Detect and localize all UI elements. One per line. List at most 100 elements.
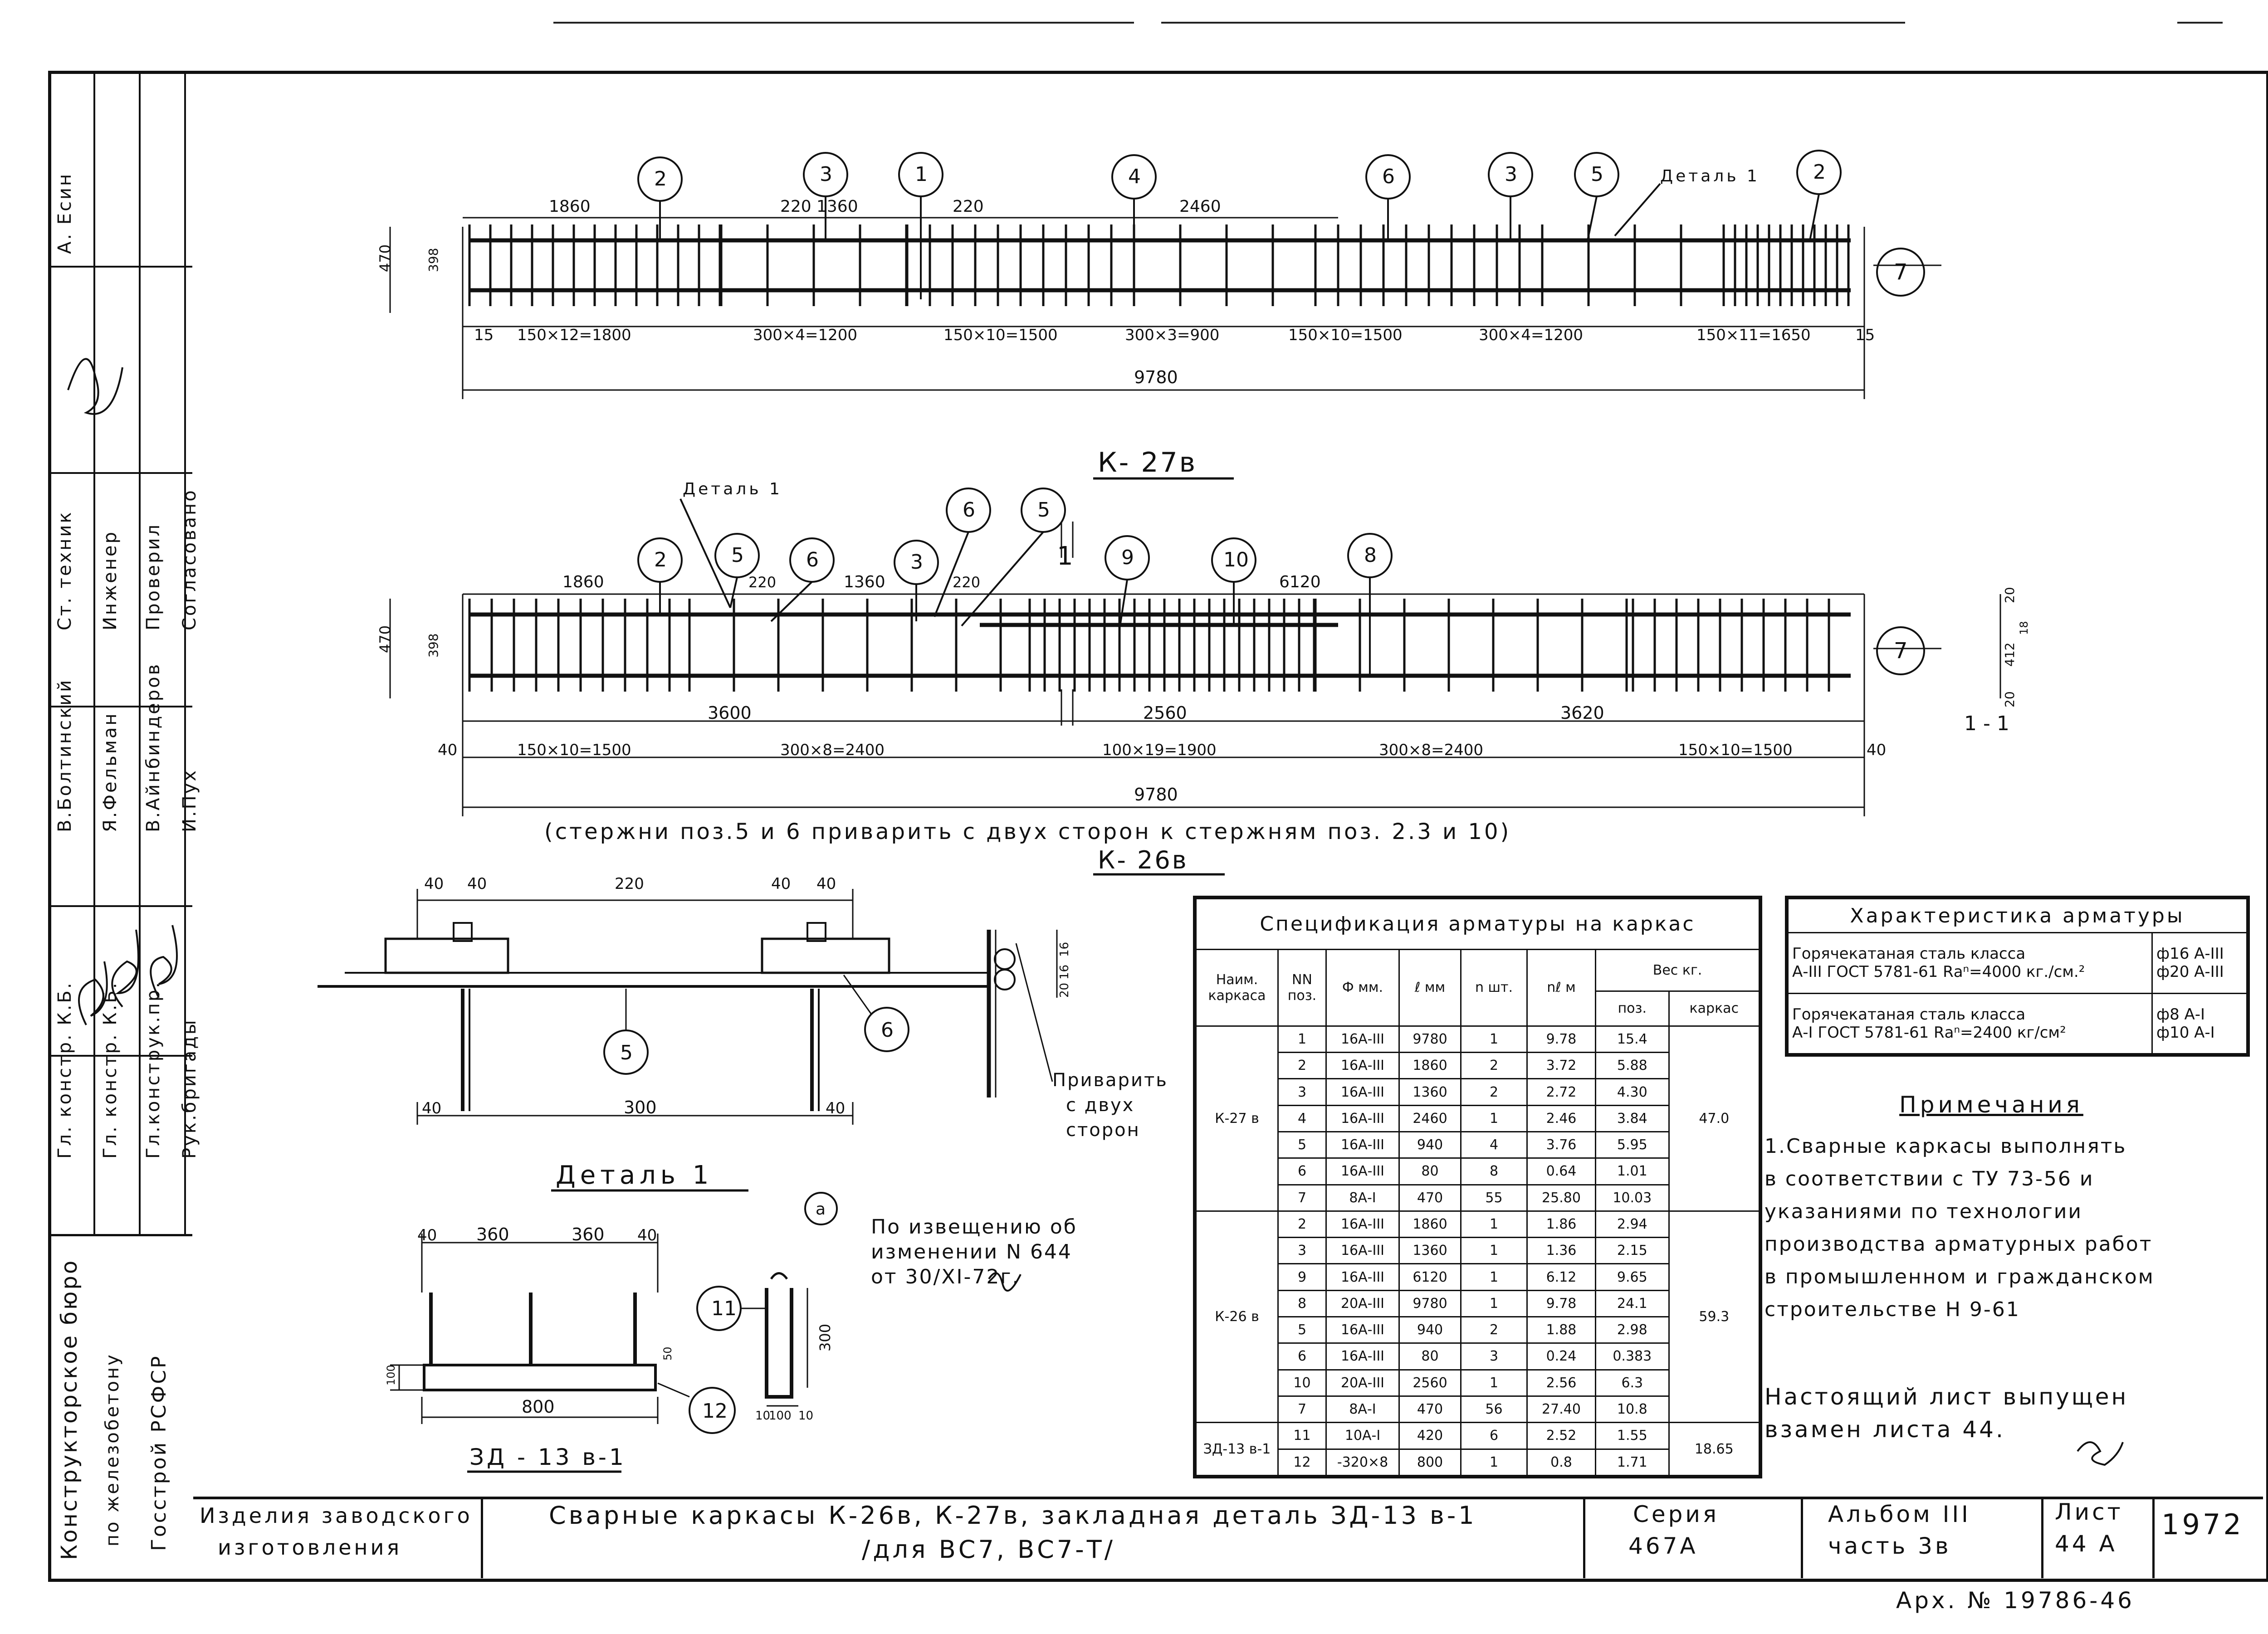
spec-cell: 1	[1460, 1263, 1528, 1291]
tb-sheet-value: 44 А	[2055, 1531, 2117, 1557]
spec-cell: 0.64	[1526, 1157, 1596, 1185]
stamp-role-1: Гл. констр. К.Б.	[100, 981, 121, 1159]
k26-pos-10: 10	[1223, 548, 1249, 571]
spec-frame-total: 18.65	[1668, 1422, 1760, 1476]
spec-cell: 0.383	[1595, 1342, 1670, 1371]
spec-cell: 6	[1277, 1342, 1327, 1371]
revision-line-3: от 30/XI-72г.	[871, 1265, 1020, 1288]
detail1-drawing	[318, 889, 1058, 1125]
detail1-side-dim-3: 20	[1058, 983, 1071, 998]
spec-cell: 1.01	[1595, 1157, 1670, 1185]
k27-frame	[389, 217, 1941, 399]
zd-side-dim-4: 10	[798, 1409, 813, 1423]
zd-dim-left: 100	[385, 1365, 397, 1385]
tb-sheet-label: Лист	[2055, 1499, 2123, 1525]
spec-cell: 10А-I	[1325, 1422, 1400, 1450]
signature-3	[150, 925, 178, 998]
spec-cell: 6.12	[1526, 1263, 1596, 1291]
zd-pos-11: 11	[711, 1297, 737, 1320]
spec-cell: 1360	[1398, 1078, 1461, 1106]
stamp-name-1: Я.Фельман	[100, 712, 121, 832]
spec-cell: 2.15	[1595, 1237, 1670, 1265]
char-row1-text2: А-III ГОСТ 5781-61 Rаⁿ=4000 кг./см.²	[1792, 963, 2085, 981]
k27-pos-3a: 3	[820, 163, 832, 186]
k27-pitch-8: 15	[1855, 326, 1875, 344]
detail1-title: Деталь 1	[556, 1161, 713, 1190]
k27-pitch-1: 150×12=1800	[517, 326, 631, 344]
tb-series-label: Серия	[1633, 1501, 1719, 1527]
spec-frame-name: К-26 в	[1195, 1210, 1279, 1424]
spec-cell: 2	[1460, 1078, 1528, 1106]
k26-section-label: 1 - 1	[1964, 712, 2009, 735]
spec-cell: 1.86	[1526, 1210, 1596, 1239]
spec-cell: 56	[1460, 1395, 1528, 1424]
spec-cell: 11	[1277, 1422, 1327, 1450]
notes-block: Примечания 1.Сварные каркасы выполнять в…	[1765, 1088, 2254, 1446]
notes-title: Примечания	[1899, 1092, 2083, 1118]
spec-cell: 16А-III	[1325, 1025, 1400, 1054]
k26-left-dim: 470	[376, 625, 394, 653]
spec-head-qty: n шт.	[1460, 949, 1528, 1027]
spec-cell: 3	[1277, 1237, 1327, 1265]
spec-cell: 2.46	[1526, 1104, 1596, 1132]
k26-section-dim-3: 18	[2018, 621, 2030, 635]
spec-cell: 2.52	[1526, 1422, 1596, 1450]
spec-cell: 3.72	[1526, 1052, 1596, 1080]
k26-note: (стержни поз.5 и 6 приварить с двух стор…	[544, 819, 1511, 844]
notes-issued-2: взамен листа 44.	[1765, 1416, 2005, 1443]
spec-table: Спецификация арматуры на каркас Наим. ка…	[1193, 896, 1762, 1478]
k26-total: 9780	[1134, 785, 1178, 805]
spec-cell: 16А-III	[1325, 1052, 1400, 1080]
spec-title: Спецификация арматуры на каркас	[1195, 898, 1760, 950]
notes-line-5: в промышленном и гражданском	[1765, 1265, 2155, 1288]
spec-cell: 3	[1460, 1342, 1528, 1371]
k26-section-dim-1: 20	[2002, 587, 2017, 603]
spec-frame-name: ЗД-13 в-1	[1195, 1422, 1279, 1476]
k26-pitch-1: 150×10=1500	[517, 741, 631, 759]
notes-line-6: строительстве Н 9-61	[1765, 1298, 2020, 1321]
zd-dim-t3: 360	[572, 1224, 605, 1244]
char-row1-size2: ф20 А-III	[2156, 963, 2224, 981]
k26-left-dim-2: 398	[426, 634, 441, 658]
spec-cell: 940	[1398, 1131, 1461, 1159]
k26-pos-6a: 6	[806, 548, 819, 571]
spec-cell: 6.3	[1595, 1369, 1670, 1397]
spec-frame-total: 59.3	[1668, 1210, 1760, 1424]
spec-cell: 1.36	[1526, 1237, 1596, 1265]
detail1-dim-b3: 40	[826, 1099, 845, 1117]
detail1-weld-2: с двух	[1066, 1095, 1134, 1116]
spec-cell: 6	[1460, 1422, 1528, 1450]
k26-pos-3: 3	[910, 551, 923, 574]
tb-name-1: Сварные каркасы К-26в, К-27в, закладная …	[549, 1501, 1477, 1530]
spec-cell: 16А-III	[1325, 1342, 1400, 1371]
k26-top-dim-3: 1360	[844, 573, 885, 591]
k26-pos-8: 8	[1364, 544, 1377, 567]
revision-circle	[804, 1192, 838, 1225]
char-row1-size1: ф16 А-III	[2156, 945, 2224, 963]
stamp-role2-1: Инженер	[100, 530, 121, 630]
spec-cell: 1.55	[1595, 1422, 1670, 1450]
zd-dim-bottom: 800	[522, 1397, 555, 1417]
detail1-pos-6: 6	[881, 1019, 894, 1042]
signature-esin	[67, 358, 123, 415]
spec-cell: 5.88	[1595, 1052, 1670, 1080]
spec-frame-name: К-27 в	[1195, 1025, 1279, 1212]
detail1-dim-t4: 40	[771, 875, 791, 893]
characteristics-table: Характеристика арматуры Горячекатаная ст…	[1785, 896, 2250, 1057]
stamp-org-3: Госстрой РСФСР	[147, 1354, 171, 1551]
spec-cell: 9780	[1398, 1025, 1461, 1054]
spec-cell: 940	[1398, 1316, 1461, 1344]
spec-cell: 1	[1460, 1237, 1528, 1265]
k26-section-dim-4: 20	[2002, 691, 2017, 707]
char-row2-text1: Горячекатаная сталь класса	[1792, 1005, 2026, 1024]
spec-cell: 16А-III	[1325, 1210, 1400, 1239]
zd-title: ЗД - 13 в-1	[469, 1444, 626, 1470]
k26-mid-dim-2: 2560	[1143, 703, 1187, 723]
revision-mark: a	[816, 1200, 826, 1219]
notes-signature	[2077, 1441, 2124, 1466]
